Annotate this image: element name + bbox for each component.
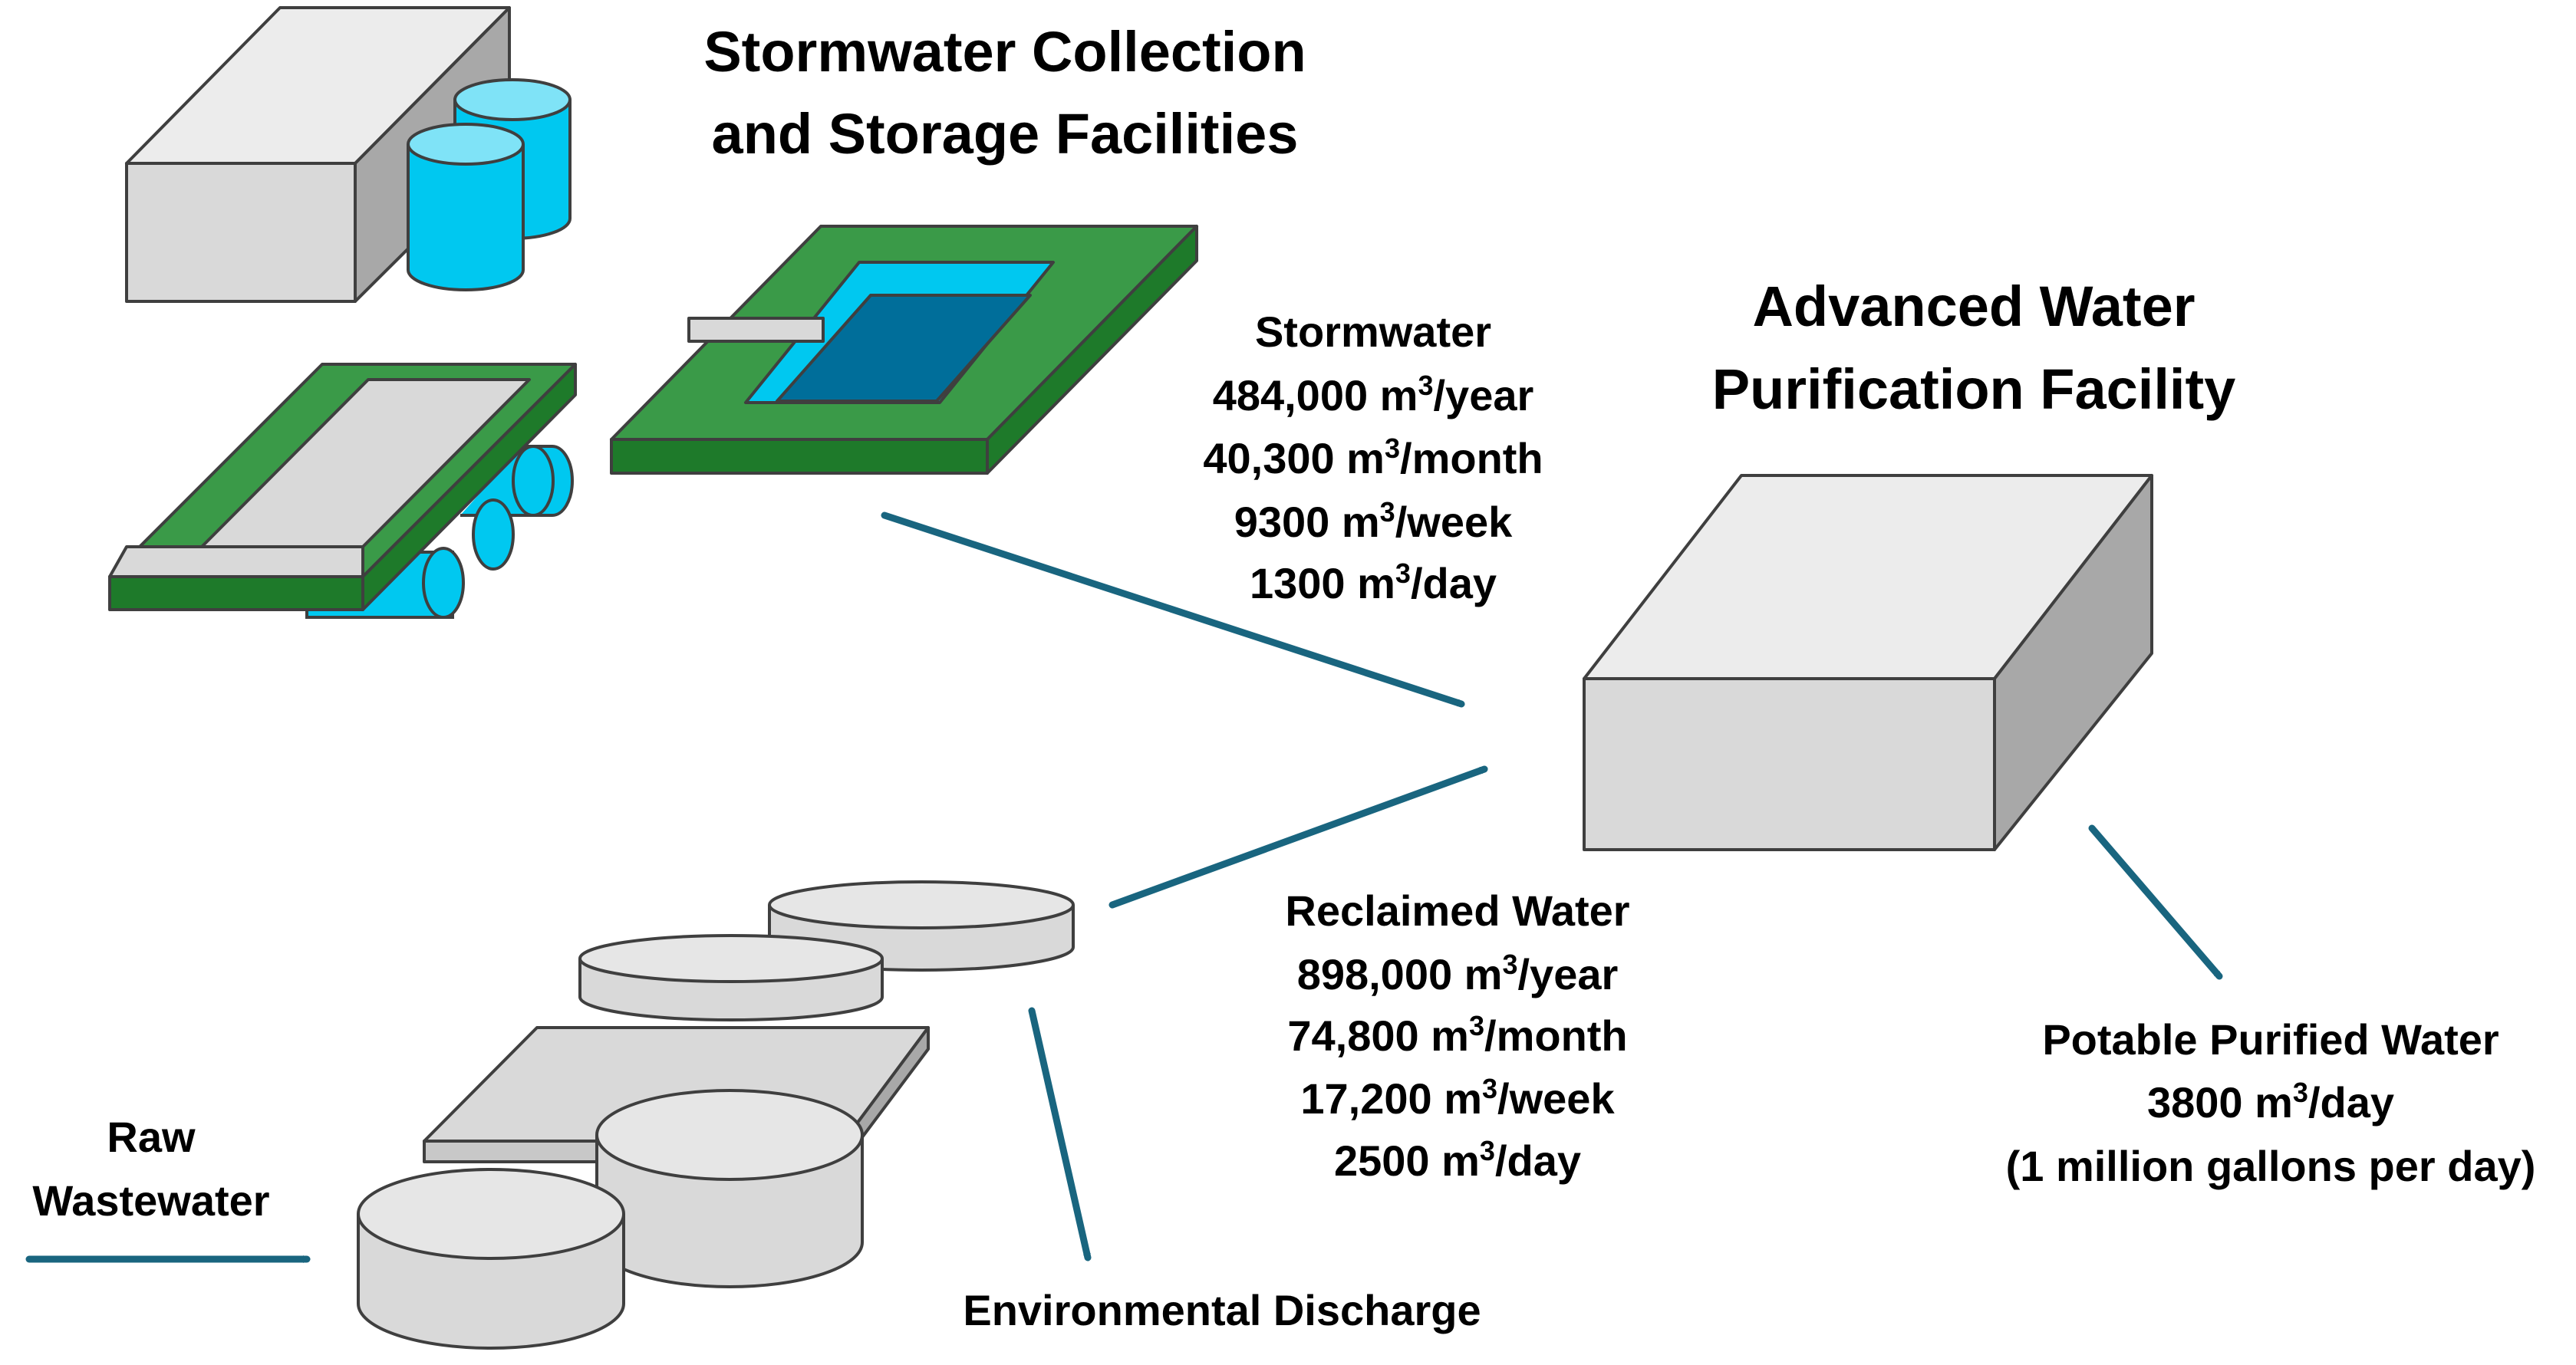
stormwater-flow-name: Stormwater <box>1255 308 1491 356</box>
environmental-discharge-arrow <box>1028 1007 1092 1261</box>
reclaimed-water-arrow <box>1108 765 1488 909</box>
reclaimed-flow-name: Reclaimed Water <box>1285 886 1629 935</box>
green-roof-icon <box>108 363 577 611</box>
environmental-discharge-label: Environmental Discharge <box>963 1286 1481 1334</box>
reclaimed-flow-month: 74,800 m3/month <box>1287 1010 1627 1060</box>
reclaimed-flow-week: 17,200 m3/week <box>1300 1073 1615 1123</box>
awpf-title-line2: Purification Facility <box>1712 357 2236 421</box>
potable-line3: (1 million gallons per day) <box>2006 1142 2536 1190</box>
stormwater-flow-week: 9300 m3/week <box>1234 496 1513 546</box>
reclaimed-flow-day: 2500 m3/day <box>1334 1135 1581 1185</box>
clarifier-tank-upper-left-icon <box>578 934 884 1021</box>
stormwater-flow-year: 484,000 m3/year <box>1213 370 1534 419</box>
treatment-tank-right-icon <box>595 1089 864 1288</box>
stormwater-flow-month: 40,300 m3/month <box>1203 433 1543 482</box>
reclaimed-flow-year: 898,000 m3/year <box>1297 949 1619 998</box>
potable-line2: 3800 m3/day <box>2147 1077 2394 1127</box>
retention-pond-icon <box>610 225 1198 475</box>
potable-line1: Potable Purified Water <box>2042 1015 2499 1064</box>
stormwater-title-line1: Stormwater Collection <box>703 20 1306 84</box>
awpf-title-line1: Advanced Water <box>1752 275 2195 338</box>
stormwater-title-line2: and Storage Facilities <box>712 102 1299 166</box>
stormwater-arrow <box>881 511 1465 708</box>
potable-water-arrow <box>2088 824 2223 980</box>
raw-wastewater-line1: Raw <box>107 1113 196 1161</box>
raw-wastewater-line2: Wastewater <box>32 1176 269 1225</box>
storage-tank-front-icon <box>407 123 525 291</box>
purification-facility-icon <box>1583 474 2153 851</box>
treatment-tank-left-icon <box>357 1168 625 1350</box>
stormwater-flow-day: 1300 m3/day <box>1250 558 1497 607</box>
